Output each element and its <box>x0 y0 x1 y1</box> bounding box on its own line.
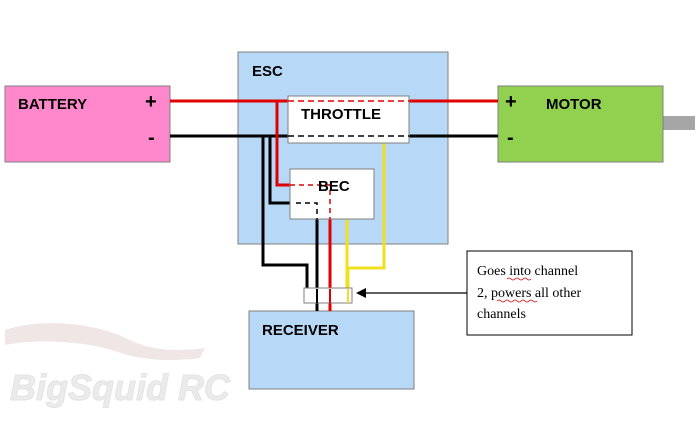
motor-label: MOTOR <box>546 96 602 113</box>
bec-positive-feed-wire <box>275 101 290 187</box>
receiver-label: RECEIVER <box>262 322 339 339</box>
battery-minus-terminal: - <box>148 127 155 149</box>
battery-plus-terminal: + <box>145 91 157 113</box>
esc-label: ESC <box>252 63 283 80</box>
throttle-block <box>287 95 410 144</box>
note-line-1: Goes into channel <box>477 264 578 279</box>
note-line-3: channels <box>477 307 526 322</box>
watermark: BigSquid RC <box>5 323 231 409</box>
bec-negative-feed-wire <box>268 136 296 205</box>
watermark-text: BigSquid RC <box>10 367 231 408</box>
bec-internal-positive <box>290 184 331 219</box>
bec-internal-negative <box>296 202 318 219</box>
receiver-block <box>248 310 415 390</box>
throttle-label: THROTTLE <box>301 106 381 123</box>
bec-block <box>289 168 375 220</box>
motor-shaft <box>662 116 695 130</box>
battery-label: BATTERY <box>18 96 87 113</box>
receiver-plug-connector <box>303 287 353 304</box>
receiver-negative-wire-outer <box>261 136 309 289</box>
spellcheck-underline-powers <box>496 299 538 303</box>
motor-block <box>497 85 664 163</box>
motor-minus-terminal: - <box>507 127 514 149</box>
battery-block <box>4 85 171 163</box>
note-arrow <box>356 288 468 298</box>
bec-label: BEC <box>318 178 350 195</box>
note-line-2: 2, powers all other <box>477 286 582 301</box>
spellcheck-underline-into <box>506 277 532 281</box>
wires <box>170 99 498 311</box>
motor-plus-terminal: + <box>505 91 517 113</box>
note-box <box>466 250 633 336</box>
